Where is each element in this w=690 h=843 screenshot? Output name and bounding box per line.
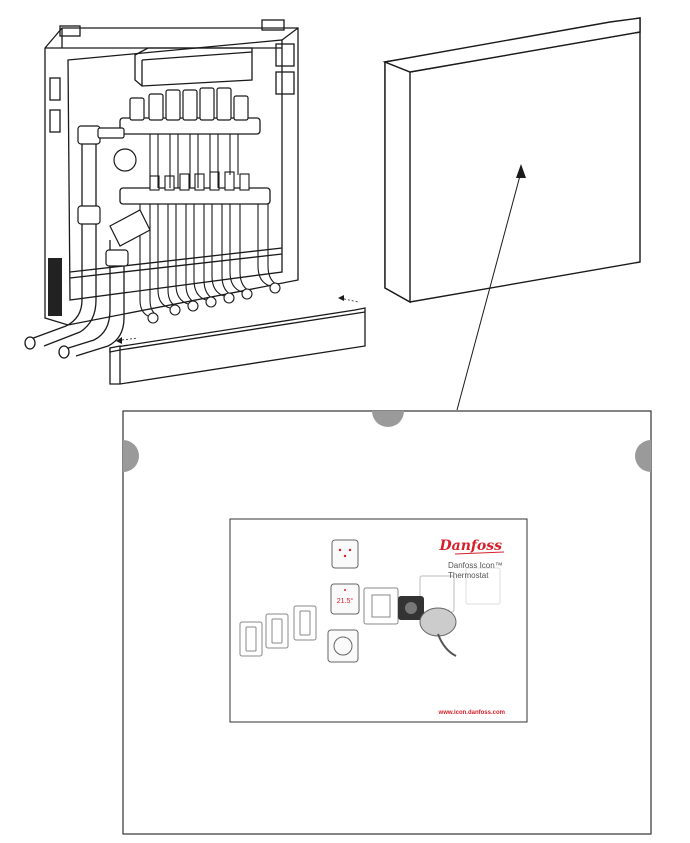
cover-arrowheads bbox=[116, 295, 344, 344]
pipe-ends bbox=[147, 282, 281, 324]
bottom-cover-plate bbox=[109, 307, 366, 385]
thermostat-frames bbox=[239, 567, 501, 657]
front-door-panel bbox=[382, 17, 641, 304]
cover-arrows bbox=[121, 297, 359, 341]
website-url: www.icon.danfoss.com bbox=[438, 710, 505, 716]
product-type: Thermostat bbox=[448, 571, 489, 580]
brochure-card: 21.5° Danfoss Danfoss Icon™ Thermostat w… bbox=[229, 518, 528, 723]
thermostat-faces bbox=[327, 539, 360, 663]
pin-right bbox=[635, 440, 651, 472]
thermostat-actuator bbox=[398, 596, 457, 657]
product-name: Danfoss Icon™ bbox=[448, 561, 503, 570]
top-valves bbox=[129, 87, 249, 121]
placement-arrow bbox=[456, 164, 526, 411]
thermostat-dots bbox=[338, 548, 352, 591]
supply-manifold bbox=[119, 117, 271, 205]
pin-left bbox=[123, 440, 139, 472]
danfoss-logo: Danfoss bbox=[438, 538, 502, 554]
pin-top bbox=[372, 411, 404, 427]
thermostat-display-value: 21.5° bbox=[337, 597, 354, 605]
manifold-cabinet bbox=[44, 19, 299, 326]
main-pipes bbox=[24, 140, 125, 359]
fittings bbox=[77, 125, 151, 267]
